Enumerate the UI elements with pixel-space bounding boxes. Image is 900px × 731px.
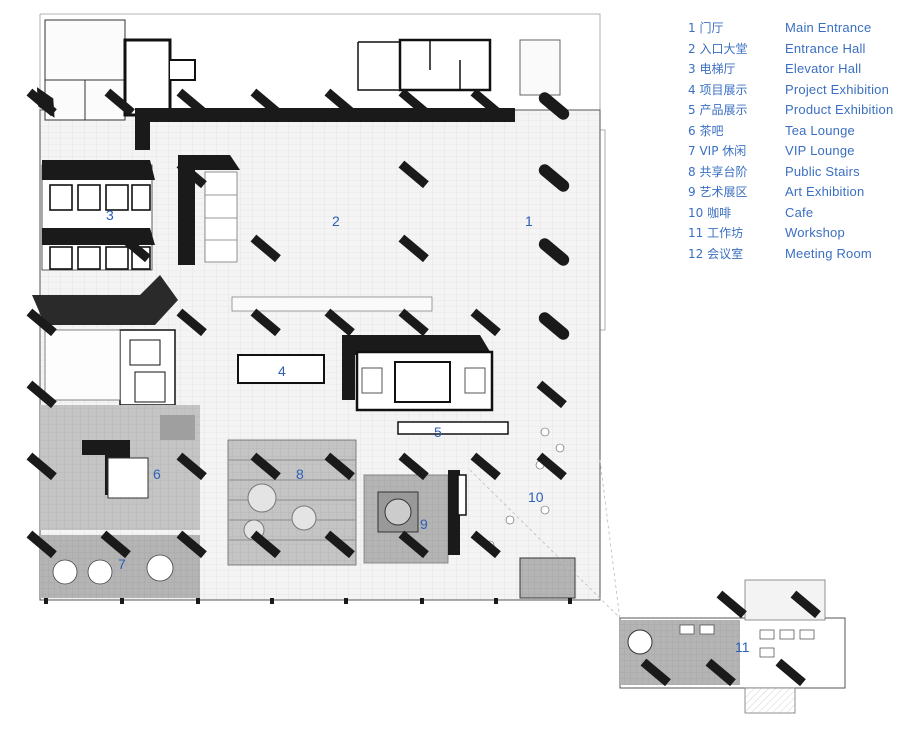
label-vip-lounge: 7 [118, 556, 126, 572]
label-product-exhibition: 5 [434, 424, 442, 440]
legend-row: 2 入口大堂 Entrance Hall [688, 39, 898, 60]
legend-en: Product Exhibition [785, 102, 894, 117]
project-exhibition-table [237, 354, 325, 384]
legend-cn: 3 电梯厅 [688, 62, 736, 76]
legend-cn: 8 共享台阶 [688, 164, 748, 179]
legend-cn: 9 艺术展区 [688, 185, 748, 199]
legend-cn: 6 茶吧 [688, 123, 724, 138]
legend-row: 3 电梯厅 Elevator Hall [688, 59, 898, 80]
legend-cn: 4 项目展示 [688, 82, 748, 97]
legend-row: 7 VIP 休闲 VIP Lounge [688, 141, 898, 162]
legend-en: Entrance Hall [785, 40, 866, 56]
top-wall-band [135, 108, 515, 150]
legend-cn: 11 工作坊 [688, 226, 744, 240]
legend-en: Project Exhibition [785, 81, 890, 97]
legend-row: 5 产品展示 Product Exhibition [688, 100, 898, 121]
label-elevator-hall: 3 [106, 207, 114, 223]
legend-en: Workshop [785, 225, 845, 240]
legend-en: Meeting Room [785, 245, 872, 261]
legend-row: 1 门厅 Main Entrance [688, 18, 898, 39]
left-mid-wall [32, 275, 178, 325]
legend-row: 10 咖啡 Cafe [688, 203, 898, 224]
product-exhibition-counter [397, 421, 509, 435]
label-workshop: 11 [735, 639, 750, 655]
entrance-hall-niche [178, 155, 240, 265]
legend-en: Elevator Hall [785, 61, 862, 76]
central-service-block [342, 335, 494, 412]
label-tea-lounge: 6 [153, 466, 161, 482]
legend-en: Cafe [785, 204, 814, 220]
structural-columns [26, 87, 821, 687]
legend-en: Public Stairs [785, 163, 860, 179]
label-public-stairs: 8 [296, 466, 304, 482]
legend-en: Main Entrance [785, 20, 872, 35]
legend-cn: 10 咖啡 [688, 205, 732, 220]
legend-en: VIP Lounge [785, 143, 855, 158]
bottom-edge-ticks [44, 598, 572, 604]
upper-left-rooms [44, 19, 196, 121]
legend-row: 4 项目展示 Project Exhibition [688, 80, 898, 101]
left-room [44, 329, 121, 401]
label-cafe: 10 [528, 489, 544, 505]
upper-right-rooms [357, 38, 561, 96]
legend-row: 6 茶吧 Tea Lounge [688, 121, 898, 142]
legend-row: 11 工作坊 Workshop [688, 223, 898, 244]
label-main-entrance: 1 [525, 213, 533, 229]
legend-row: 12 会议室 Meeting Room [688, 244, 898, 265]
long-bench [231, 296, 433, 312]
legend-en: Tea Lounge [785, 122, 855, 138]
tea-lounge-zone [40, 405, 200, 530]
legend-cn: 1 门厅 [688, 21, 724, 35]
label-project-exhibition: 4 [278, 363, 286, 379]
room-legend: 1 门厅 Main Entrance 2 入口大堂 Entrance Hall 3 … [688, 18, 898, 264]
legend-cn: 5 产品展示 [688, 103, 748, 117]
room-labels: 1 2 3 4 5 6 7 8 9 10 11 [106, 207, 750, 655]
legend-en: Art Exhibition [785, 184, 865, 199]
legend-cn: 2 入口大堂 [688, 41, 748, 56]
legend-cn: 7 VIP 休闲 [688, 144, 747, 158]
art-exhibition-zone [363, 474, 449, 564]
label-entrance-hall: 2 [332, 213, 340, 229]
label-art-exhibition: 9 [420, 516, 428, 532]
legend-row: 9 艺术展区 Art Exhibition [688, 182, 898, 203]
legend-cn: 12 会议室 [688, 246, 744, 261]
legend-row: 8 共享台阶 Public Stairs [688, 162, 898, 183]
stair-core-left [119, 329, 176, 406]
